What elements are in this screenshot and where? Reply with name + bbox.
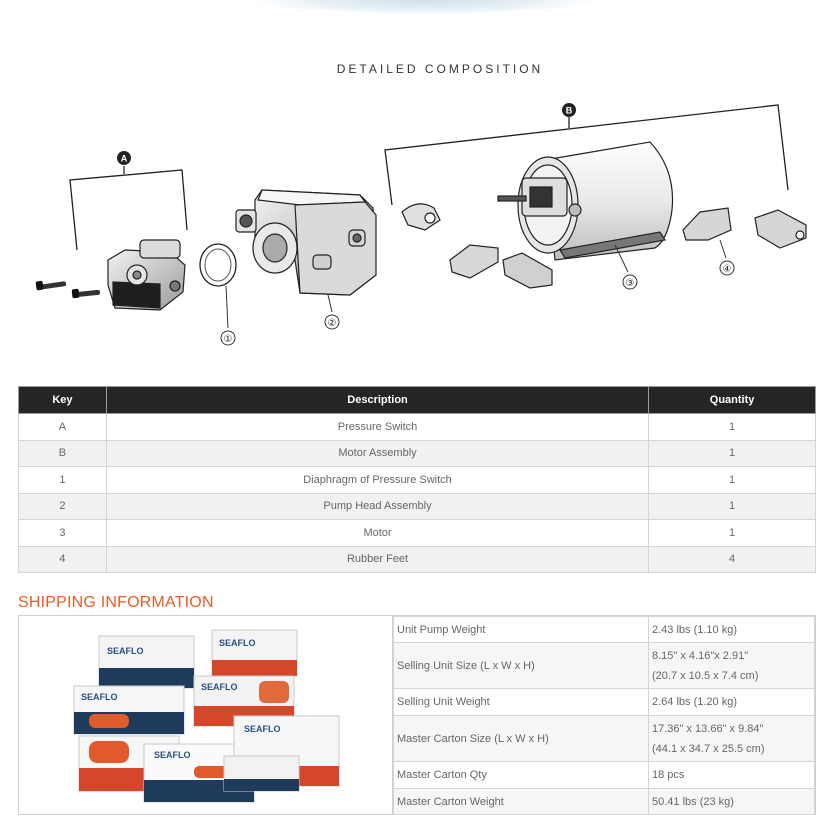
shipping-label: Selling Unit Size (L x W x H) — [393, 642, 649, 689]
callout-3: ③ — [626, 278, 635, 289]
cell-key: A — [18, 413, 107, 441]
group-label-b: B — [566, 106, 573, 116]
box-logo: SEAFLO — [244, 724, 281, 734]
pressure-switch-part — [107, 239, 186, 311]
cell-description: Rubber Feet — [105, 545, 650, 573]
box-logo: SEAFLO — [219, 638, 256, 648]
leader-3 — [614, 244, 629, 273]
table-row: B Motor Assembly 1 — [18, 439, 816, 467]
boxes-illustration: SEAFLO SEAFLO SEAFLO SEAFLO SEAFL — [73, 629, 340, 803]
table-row: Selling Unit Weight 2.64 lbs (1.20 kg) — [393, 688, 815, 716]
shipping-title: SHIPPING INFORMATION — [18, 594, 214, 611]
shipping-label: Selling Unit Weight — [393, 688, 649, 716]
table-row: 4 Rubber Feet 4 — [18, 545, 816, 573]
shipping-value-cell: 17.36" x 13.66" x 9.84" (44.1 x 34.7 x 2… — [648, 715, 815, 762]
box-logo: SEAFLO — [107, 646, 144, 656]
pump-head-part — [235, 189, 377, 296]
table-row: A Pressure Switch 1 — [18, 413, 816, 441]
group-label-a-circle — [117, 151, 131, 165]
callout-2-ring — [324, 314, 340, 330]
callout-4-ring — [719, 260, 735, 276]
cell-quantity: 1 — [648, 519, 816, 547]
table-row: Master Carton Weight 50.41 lbs (23 kg) — [393, 788, 815, 815]
shipping-table: Unit Pump Weight 2.43 lbs (1.10 kg) Sell… — [393, 616, 815, 815]
screws — [35, 280, 101, 299]
leader-1 — [225, 285, 229, 329]
callout-2: ② — [328, 318, 337, 329]
shipping-value: 17.36" x 13.66" x 9.84" — [652, 722, 764, 735]
exploded-diagram: A B ① ② — [35, 103, 807, 346]
shipping-value: 8.15" x 4.16"x 2.91" — [652, 649, 749, 662]
box-logo: SEAFLO — [201, 682, 238, 692]
box-logo: SEAFLO — [154, 750, 191, 760]
shipping-label: Master Carton Size (L x W x H) — [393, 715, 649, 762]
parts-table: Key Description Quantity A Pressure Swit… — [18, 386, 816, 573]
bracket-b — [384, 104, 789, 206]
cell-quantity: 1 — [648, 413, 816, 441]
cell-quantity: 1 — [648, 492, 816, 520]
table-row: 2 Pump Head Assembly 1 — [18, 492, 816, 520]
callout-1: ① — [224, 334, 233, 345]
rubber-feet-parts — [449, 207, 807, 289]
shipping-value: 50.41 lbs (23 kg) — [648, 788, 815, 815]
product-boxes-image: SEAFLO SEAFLO SEAFLO SEAFLO SEAFL — [19, 616, 393, 814]
shipping-label: Master Carton Weight — [393, 788, 649, 815]
shipping-label: Master Carton Qty — [393, 761, 649, 789]
shipping-value: 2.64 lbs (1.20 kg) — [648, 688, 815, 716]
shipping-value-metric: (44.1 x 34.7 x 25.5 cm) — [652, 742, 765, 755]
cell-quantity: 4 — [648, 545, 816, 573]
cell-description: Motor Assembly — [105, 439, 650, 467]
cell-description: Pressure Switch — [105, 413, 650, 441]
shipping-value-cell: 8.15" x 4.16"x 2.91" (20.7 x 10.5 x 7.4 … — [648, 642, 815, 689]
table-row: Master Carton Qty 18 pcs — [393, 761, 815, 789]
cell-key: 3 — [18, 519, 107, 547]
shipping-section: SEAFLO SEAFLO SEAFLO SEAFLO SEAFL — [18, 615, 816, 815]
cell-description: Motor — [105, 519, 650, 547]
box-logo: SEAFLO — [81, 692, 118, 702]
callout-3-ring — [622, 274, 638, 290]
cell-key: B — [18, 439, 107, 467]
cell-description: Pump Head Assembly — [105, 492, 650, 520]
table-row: 1 Diaphragm of Pressure Switch 1 — [18, 466, 816, 494]
shipping-value: 2.43 lbs (1.10 kg) — [648, 616, 815, 643]
cell-description: Diaphragm of Pressure Switch — [105, 466, 650, 494]
group-label-b-circle — [562, 103, 576, 117]
table-row: Master Carton Size (L x W x H) 17.36" x … — [393, 715, 815, 762]
leader-2 — [327, 294, 333, 313]
leader-4 — [719, 239, 727, 259]
cell-key: 4 — [18, 545, 107, 573]
table-row: Unit Pump Weight 2.43 lbs (1.10 kg) — [393, 616, 815, 643]
motor-part — [497, 141, 674, 261]
section-title: DETAILED COMPOSITION — [336, 62, 544, 76]
group-label-a: A — [121, 154, 128, 164]
cell-quantity: 1 — [648, 439, 816, 467]
cell-key: 1 — [18, 466, 107, 494]
diaphragm-part — [199, 243, 237, 287]
callout-4: ④ — [723, 264, 732, 275]
shipping-value-metric: (20.7 x 10.5 x 7.4 cm) — [652, 669, 759, 682]
header-quantity: Quantity — [648, 386, 816, 414]
top-decoration — [260, 0, 590, 14]
header-description: Description — [105, 386, 650, 414]
bracket-a — [69, 166, 188, 251]
header-key: Key — [18, 386, 107, 414]
table-row: Selling Unit Size (L x W x H) 8.15" x 4.… — [393, 642, 815, 689]
callout-1-ring — [220, 330, 236, 346]
cell-key: 2 — [18, 492, 107, 520]
shipping-value: 18 pcs — [648, 761, 815, 789]
parts-table-header: Key Description Quantity — [18, 386, 816, 414]
shipping-label: Unit Pump Weight — [393, 616, 649, 643]
table-row: 3 Motor 1 — [18, 519, 816, 547]
coupler-part — [401, 203, 441, 231]
cell-quantity: 1 — [648, 466, 816, 494]
